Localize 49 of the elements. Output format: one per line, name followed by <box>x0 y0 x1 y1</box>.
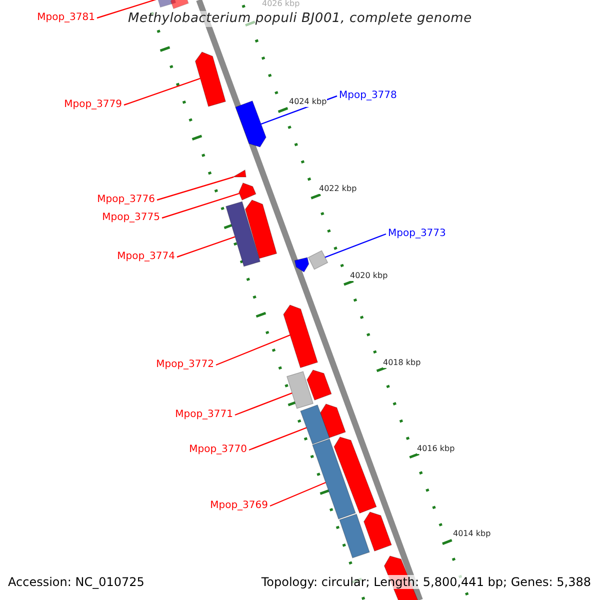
gene-label: Mpop_3769 <box>210 500 268 512</box>
gene-segment <box>286 371 314 409</box>
gene-segment <box>194 52 226 107</box>
gene-segment <box>283 304 318 368</box>
gene-segment <box>320 404 346 438</box>
scale-label: 4024 kbp <box>289 97 327 107</box>
gene-segment <box>300 404 330 445</box>
gene-label: Mpop_3770 <box>189 444 247 456</box>
gene-label: Mpop_3776 <box>97 194 155 206</box>
scale-label: 4022 kbp <box>319 184 357 194</box>
gene-label: Mpop_3781 <box>37 12 95 24</box>
gene-label: Mpop_3775 <box>102 212 160 224</box>
gene-segment <box>235 100 266 148</box>
scale-label: 4018 kbp <box>383 358 421 368</box>
footer-text: Topology: circular; Length: 5,800,441 bp; Genes: 5,388 <box>261 575 591 589</box>
gene-marker <box>232 169 246 178</box>
leader-line <box>270 482 326 507</box>
leader-line <box>156 176 234 201</box>
leader-line <box>176 236 236 258</box>
scale-label: 4020 kbp <box>350 271 388 281</box>
leader-line <box>162 192 240 219</box>
gene-segment <box>364 512 392 552</box>
title: Methylobacterium populi BJ001, complete genome <box>128 11 472 27</box>
gene-segment <box>308 250 328 270</box>
gene-label: Mpop_3778 <box>339 90 397 102</box>
leader-line <box>324 233 386 258</box>
gene-segment <box>294 257 310 272</box>
gene-segment <box>244 200 278 259</box>
scale-label: 4016 kbp <box>417 444 455 454</box>
leader-line <box>124 78 200 106</box>
gene-label: Mpop_3779 <box>64 99 122 111</box>
scale-label: 4026 kbp <box>262 0 300 9</box>
leader-line <box>234 392 292 416</box>
gene-segment <box>225 201 261 267</box>
gene-label: Mpop_3771 <box>175 409 233 421</box>
leader-line <box>248 427 307 451</box>
leader-line <box>216 334 290 366</box>
gene-label: Mpop_3772 <box>156 359 214 371</box>
leader-line <box>96 0 158 19</box>
gene-label: Mpop_3773 <box>388 228 446 240</box>
gene-segment <box>312 438 356 520</box>
gene-segment <box>339 514 370 558</box>
scale-label: 4014 kbp <box>453 529 491 539</box>
gene-segment <box>238 182 256 200</box>
gene-segment <box>170 0 189 10</box>
gene-segment <box>306 370 332 401</box>
gene-label: Mpop_3774 <box>117 251 175 263</box>
gene-segment <box>334 436 377 514</box>
footer-text: Accession: NC_010725 <box>8 575 144 589</box>
